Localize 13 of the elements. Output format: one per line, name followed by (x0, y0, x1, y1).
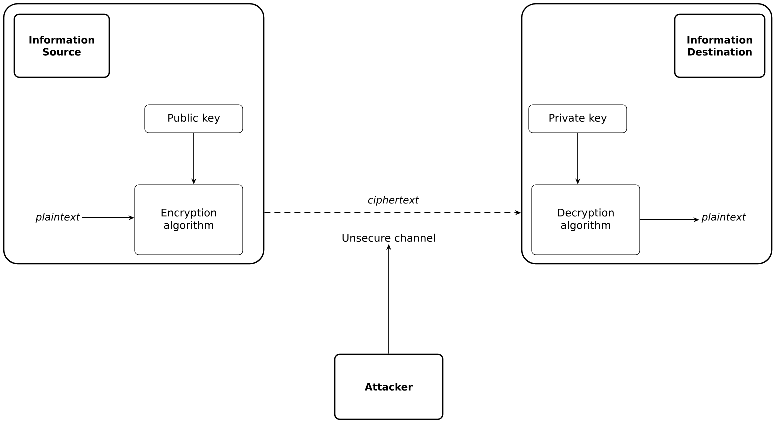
attacker-box: Attacker (334, 354, 444, 420)
heading-box: Information Source (14, 14, 110, 78)
edge-label: ciphertext (366, 195, 420, 207)
panel (521, 3, 773, 265)
panel (3, 3, 265, 265)
key-box: Public key (144, 104, 244, 134)
process-box: Decryption algorithm (532, 184, 640, 256)
channel-text: Unsecure channel (342, 234, 436, 242)
input-text: plaintext (36, 213, 80, 223)
output-text: plaintext (702, 213, 746, 223)
heading-box: Information Destination (674, 14, 766, 78)
process-box: Encryption algorithm (134, 184, 244, 256)
key-box: Private key (528, 104, 628, 134)
